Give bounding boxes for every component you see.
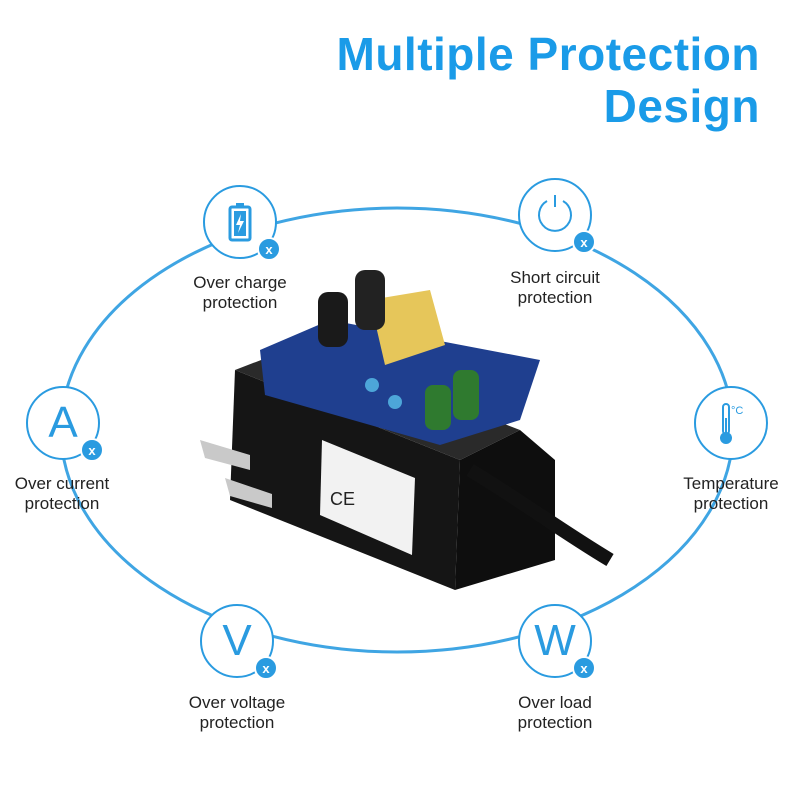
- feature-subtitle: protection: [693, 494, 769, 513]
- feature-subtitle: protection: [517, 288, 593, 307]
- feature-title: Short circuit: [510, 268, 600, 287]
- over-charge-icon-circle: x: [203, 185, 281, 261]
- disable-badge-icon: x: [254, 656, 278, 680]
- voltage-icon: V: [222, 616, 252, 665]
- over-load-label: Over load protection: [465, 693, 645, 733]
- feature-title: Temperature: [683, 474, 779, 493]
- power-adapter-image: CE: [200, 270, 614, 590]
- short-circuit-icon-circle: x: [518, 178, 596, 254]
- over-voltage-icon-circle: V x: [200, 604, 278, 680]
- feature-title: Over load: [518, 693, 592, 712]
- feature-subtitle: protection: [24, 494, 100, 513]
- over-current-icon-circle: A x: [26, 386, 104, 462]
- celsius-text: °C: [731, 405, 743, 417]
- temperature-label: Temperature protection: [641, 474, 800, 514]
- feature-title: Over current: [14, 474, 110, 493]
- watt-icon: W: [534, 616, 576, 665]
- feature-title: Over charge: [193, 273, 287, 292]
- feature-subtitle: protection: [199, 713, 275, 732]
- title-line-1: Multiple Protection: [336, 28, 760, 80]
- feature-title: Over voltage: [188, 693, 286, 712]
- over-charge-label: Over charge protection: [150, 273, 330, 313]
- battery-icon: [228, 203, 252, 242]
- over-current-label: Over current protection: [0, 474, 152, 514]
- disable-badge-icon: x: [257, 237, 281, 261]
- over-load-icon-circle: W x: [518, 604, 596, 680]
- feature-subtitle: protection: [202, 293, 278, 312]
- ampere-icon: A: [48, 398, 78, 447]
- title-line-2: Design: [603, 80, 760, 132]
- disable-badge-icon: x: [572, 656, 596, 680]
- svg-text:CE: CE: [330, 489, 355, 509]
- feature-subtitle: protection: [517, 713, 593, 732]
- disable-badge-icon: x: [80, 438, 104, 462]
- temperature-icon-circle: °C: [694, 386, 768, 460]
- disable-badge-icon: x: [572, 230, 596, 254]
- power-icon: [538, 195, 572, 232]
- short-circuit-label: Short circuit protection: [465, 268, 645, 308]
- thermometer-icon: °C: [720, 403, 743, 444]
- page-title: Multiple Protection Design: [337, 28, 761, 132]
- over-voltage-label: Over voltage protection: [147, 693, 327, 733]
